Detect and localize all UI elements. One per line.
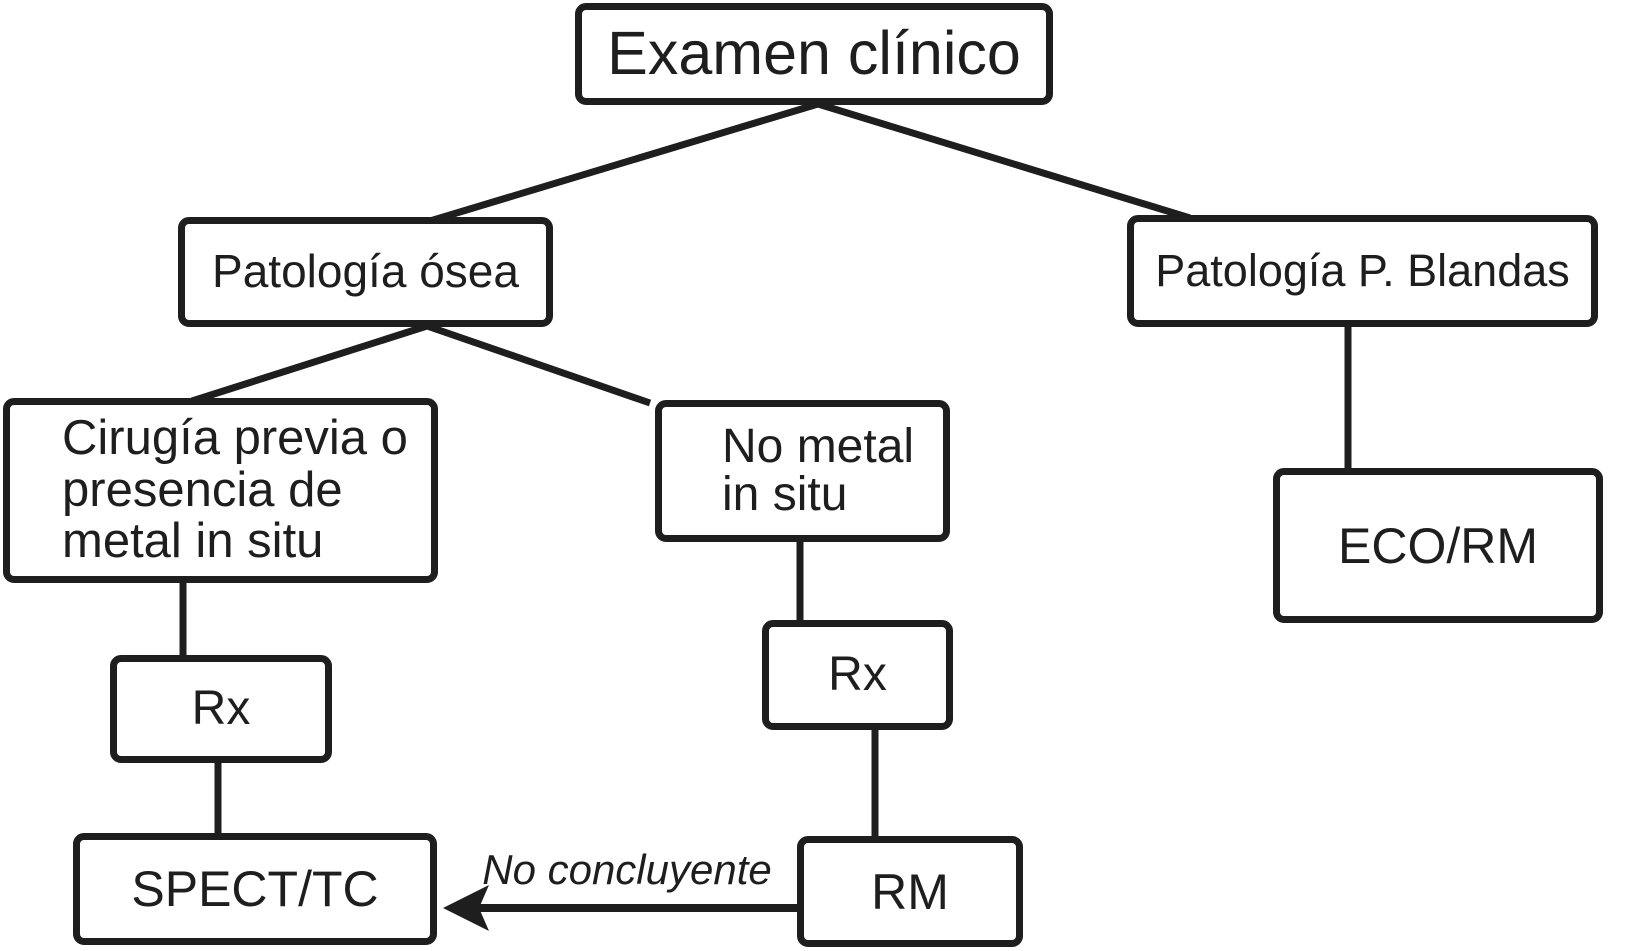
edge-osea-to-nometal	[425, 322, 652, 407]
edge-label-no-concluyente: No concluyente	[482, 846, 772, 893]
edge-rm-to-spect-arrowhead	[443, 885, 489, 931]
node-cirugia-previa-metal: Cirugía previa o presencia de metal in s…	[3, 398, 438, 583]
node-rx-left: Rx	[110, 655, 332, 763]
edge-examen-to-osea	[428, 100, 820, 225]
node-examen-clinico: Examen clínico	[575, 3, 1053, 105]
node-patologia-osea: Patología ósea	[178, 217, 553, 327]
node-rm: RM	[797, 836, 1023, 947]
edge-examen-to-blandas	[816, 100, 1192, 222]
edge-osea-to-cirugia	[190, 322, 429, 405]
node-patologia-p-blandas: Patología P. Blandas	[1127, 215, 1598, 327]
node-spect-tc: SPECT/TC	[73, 833, 437, 945]
node-rx-middle: Rx	[762, 620, 953, 730]
node-eco-rm: ECO/RM	[1273, 468, 1603, 623]
node-no-metal-in-situ: No metal in situ	[655, 400, 950, 542]
